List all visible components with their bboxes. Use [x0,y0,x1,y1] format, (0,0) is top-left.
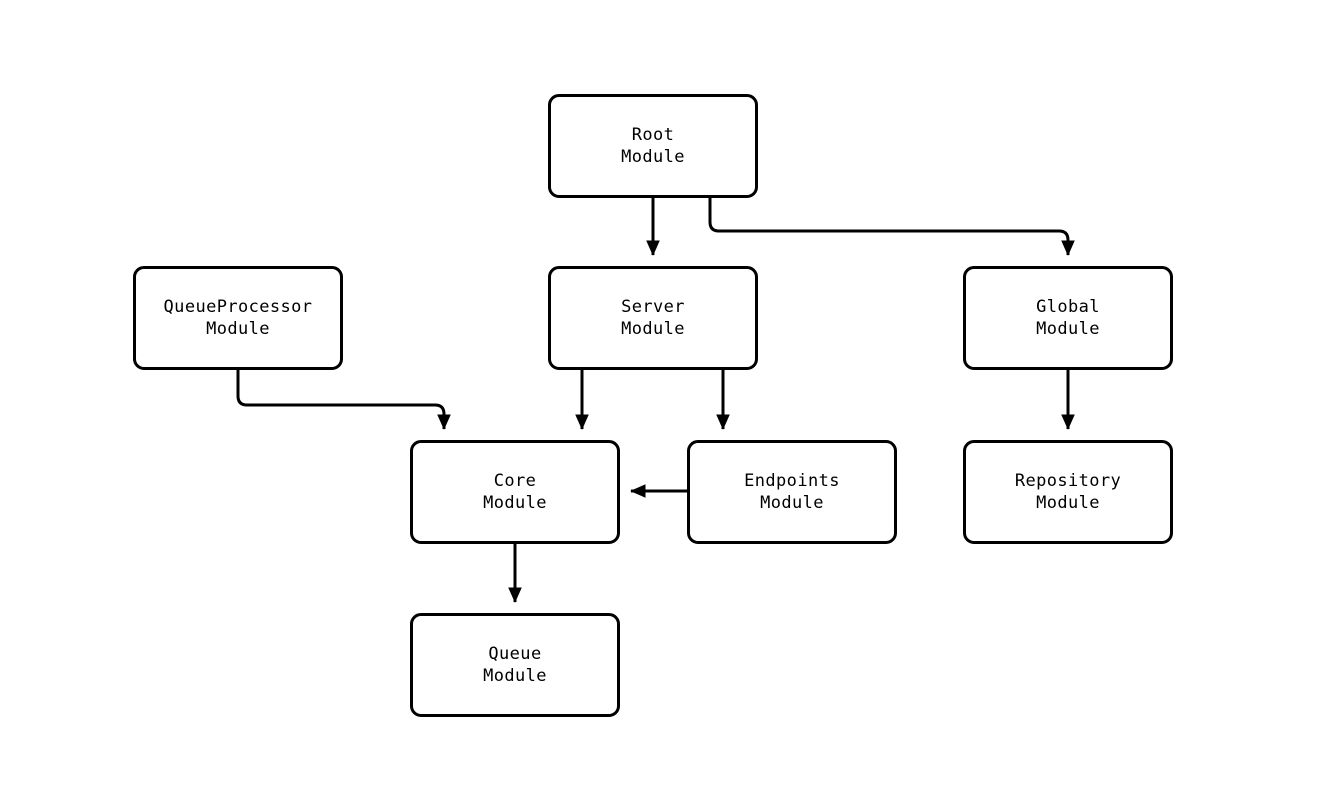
node-repository-module[interactable]: Repository Module [963,440,1173,544]
node-core-module[interactable]: Core Module [410,440,620,544]
node-core-module-label-line1: Core [493,471,537,491]
node-root-module-label-line1: Root [631,125,675,145]
node-global-module-label-line2: Module [1036,319,1100,339]
node-queue-module-label-line1: Queue [488,644,542,664]
node-queueprocessor-module-label-line1: QueueProcessor [163,297,313,317]
node-server-module-label-line2: Module [621,319,685,339]
node-repository-module-label-line2: Module [1036,493,1100,513]
node-queue-module[interactable]: Queue Module [410,613,620,717]
node-endpoints-module-label-line2: Module [760,493,824,513]
node-endpoints-module-label-line1: Endpoints [744,471,840,491]
node-queueprocessor-module[interactable]: QueueProcessor Module [133,266,343,370]
node-global-module[interactable]: Global Module [963,266,1173,370]
node-root-module[interactable]: Root Module [548,94,758,198]
node-core-module-label-line2: Module [483,493,547,513]
edge-root-to-global [708,198,1075,256]
node-server-module-label-line1: Server [621,297,685,317]
node-endpoints-module[interactable]: Endpoints Module [687,440,897,544]
node-server-module[interactable]: Server Module [548,266,758,370]
node-repository-module-label-line1: Repository [1014,471,1122,491]
node-global-module-label-line1: Global [1036,297,1100,317]
node-root-module-label-line2: Module [621,147,685,167]
node-queueprocessor-module-label-line2: Module [206,319,270,339]
node-queue-module-label-line2: Module [483,666,547,686]
edge-queueprocessor-to-core [236,370,451,430]
